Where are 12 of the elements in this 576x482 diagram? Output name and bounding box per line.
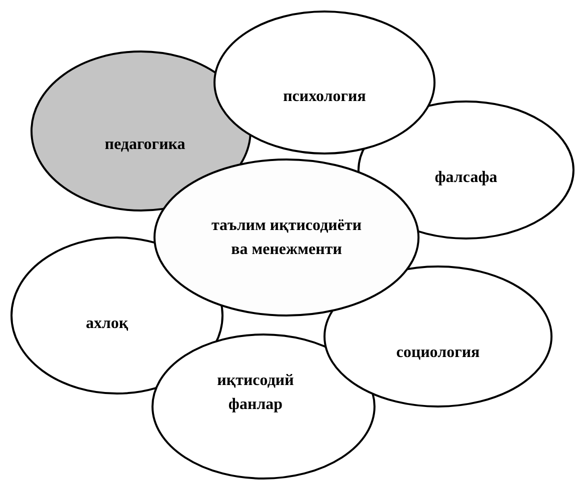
node-label: педагогика: [104, 135, 186, 156]
ellipse-node: [323, 265, 553, 408]
ellipse-node: [151, 333, 376, 480]
node-label: ахлоқ: [84, 314, 130, 334]
node-label: фалсафа: [434, 168, 498, 188]
node-label: иқтисодий фанлар: [216, 371, 295, 414]
node-label: таълим иқтисодиёти ва менежменти: [210, 216, 363, 260]
ellipse-node: [153, 158, 420, 317]
node-label: социология: [395, 342, 481, 363]
ellipse-node: [30, 50, 252, 212]
ellipse-node: [213, 10, 436, 155]
node-label: психология: [282, 86, 367, 107]
